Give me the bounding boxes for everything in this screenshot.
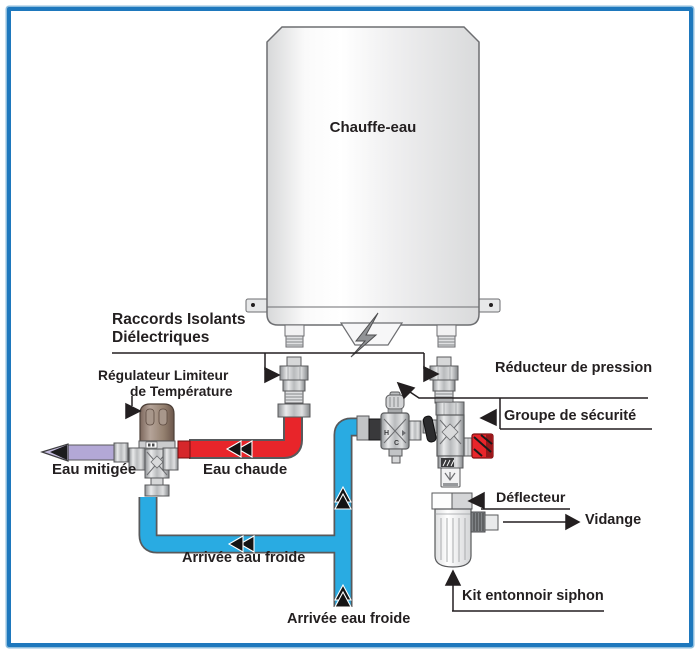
tank-title: Chauffe-eau [329,119,417,136]
label-arrivee-eau-froide-bottom: Arrivée eau froide [287,611,411,627]
label-reducteur-pression: Réducteur de pression [495,360,653,376]
arrowhead-icon [444,569,462,586]
arrowhead-icon [264,366,281,384]
label-arrivee-eau-froide-left: Arrivée eau froide [182,550,306,566]
regulator-bottom-nut [144,484,170,497]
page-border [7,7,693,647]
mixed-water-nut [113,442,129,463]
label-eau-chaude: Eau chaude [203,461,288,478]
label-groupe-securite: Groupe de sécurité [504,408,637,424]
funnel-top [431,492,453,510]
label-deflecteur: Déflecteur [496,490,566,506]
label-raccords-line2: Diélectriques [112,328,210,346]
reducer-inlet-ring [356,415,370,441]
flow-arrow-icon [238,535,255,553]
leader-lines [112,352,652,612]
flow-arrow-icon [334,492,352,510]
flow-arrow-icon [227,535,244,553]
flow-arrow-icon [334,590,352,608]
hot-water-nut [177,440,191,459]
arrowhead-icon [396,381,416,400]
label-vidange: Vidange [585,512,642,528]
screw-icon [489,303,493,307]
label-regulateur-line1: Régulateur Limiteur [98,368,229,383]
tank-outlet-right [436,324,457,348]
flow-arrow-icon [225,440,242,458]
label-regulateur-line2: de Température [130,383,233,399]
siphon-funnel-kit [431,492,499,568]
mounting-tab-right [477,298,501,313]
regulator-setting-label [145,441,158,449]
leader-groupe [499,398,652,430]
lightning-bolt-icon [350,312,379,358]
arrowhead-icon [467,491,485,510]
label-eau-mitigee: Eau mitigée [52,461,137,478]
dielectric-connector-right [429,356,459,404]
screw-icon [251,303,255,307]
tank-body [266,26,480,326]
safety-outlet [440,467,461,488]
reducer-inlet-hex [368,418,383,441]
tank-outlet-left [284,324,305,348]
arrowhead-icon [479,408,497,427]
cold-water-pipe-branch [140,497,343,552]
safety-relief-cap [471,433,494,459]
leader-reducteur [406,389,648,399]
safety-group-valve [422,401,494,488]
reducer-marking-h: H [384,430,389,437]
flow-arrows [225,440,352,608]
temperature-regulator-valve [128,403,191,497]
pressure-reducer-valve: H C [380,391,422,464]
dielectric-connector-left [279,356,309,404]
mounting-tab-left [245,298,269,313]
arrowhead-icon [565,513,581,531]
regulator-knob [139,403,175,442]
arrowhead-icon [125,402,142,420]
label-kit-entonnoir: Kit entonnoir siphon [462,588,604,604]
hot-water-pipe [189,417,301,457]
reducer-right-port [408,420,422,441]
mixed-water-pipe [40,442,129,463]
label-regulateur: Régulateur Limiteur de Température [98,368,233,400]
arrowhead-icon [423,365,440,383]
drain-outlet [470,511,499,533]
label-raccords: Raccords Isolants Diélectriques [112,311,246,347]
regulator-left-port [128,447,146,471]
regulator-right-port [162,447,179,471]
water-heater-tank [245,26,501,358]
label-raccords-line1: Raccords Isolants [112,311,246,328]
flow-arrow-icon [236,440,253,458]
heating-element-cover [339,322,404,346]
hot-pipe-union-nut [277,403,311,418]
drain-lever [422,415,437,443]
flow-arrow-icon [50,445,67,460]
cold-water-pipe-main [335,419,360,607]
leader-kit [452,583,604,612]
reducer-marking-c: C [394,440,399,447]
